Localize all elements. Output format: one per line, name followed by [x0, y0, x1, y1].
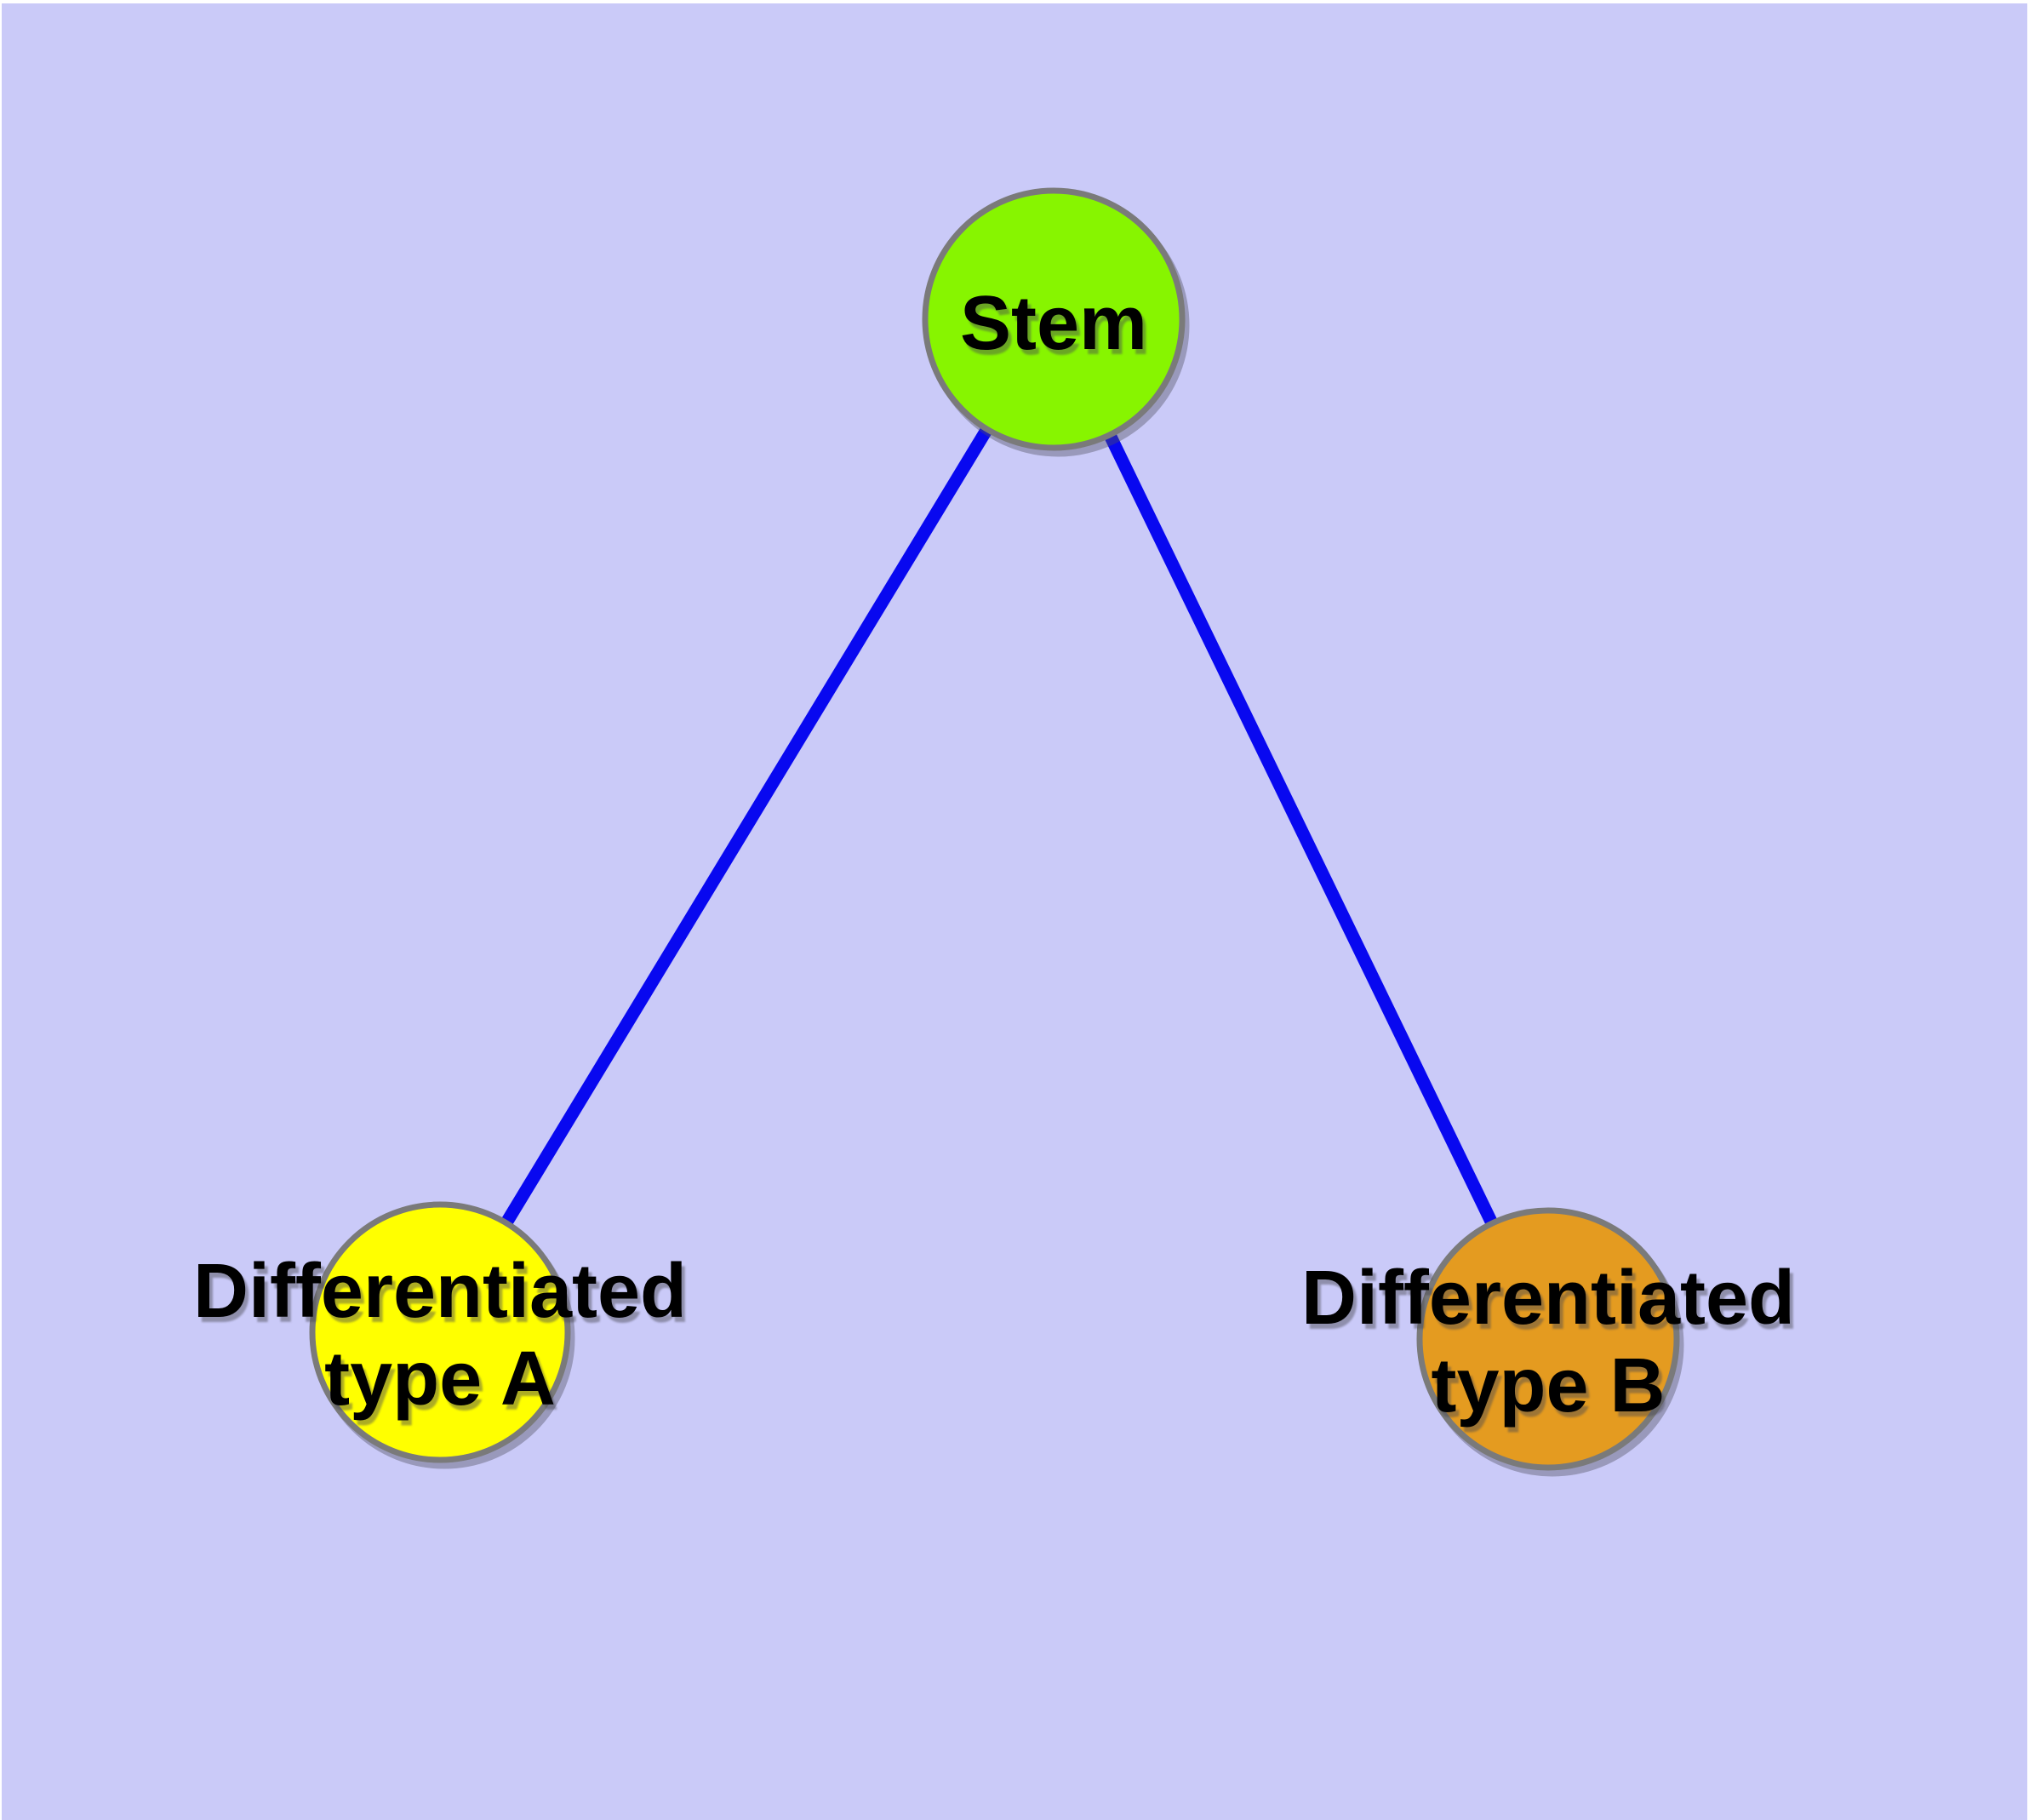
node-differentiated-type-b-circle [1416, 1207, 1680, 1471]
node-type-a-label-line-1: Differentiated [193, 1249, 687, 1334]
node-type-a-label-line-2: type A [324, 1336, 556, 1422]
node-stem-label: Stem [960, 281, 1147, 366]
node-type-b-label-line-1: Differentiated [1301, 1256, 1795, 1341]
node-stem-circle [922, 187, 1186, 451]
edge-stem-to-type-b [1048, 316, 1554, 1342]
node-type-b-label-line-2: type B [1431, 1343, 1665, 1428]
node-differentiated-type-a-circle [309, 1201, 571, 1463]
edge-stem-to-type-a [434, 316, 1060, 1336]
node-stem-label-line: Stem [960, 281, 1147, 366]
